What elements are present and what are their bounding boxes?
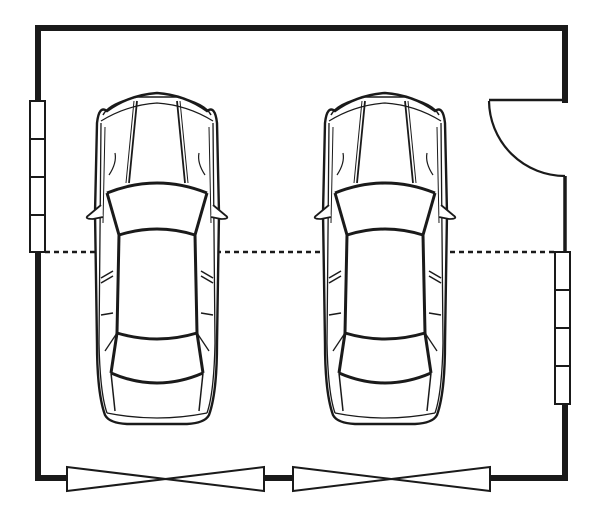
entry-door-swing-icon <box>487 100 566 178</box>
garage-door-right-icon <box>292 465 491 493</box>
car-left-icon <box>85 91 229 426</box>
right-window <box>554 251 571 405</box>
outer-walls <box>35 25 568 481</box>
garage-door-left-icon <box>66 465 265 493</box>
left-window <box>29 100 46 253</box>
car-right-icon <box>313 91 457 426</box>
